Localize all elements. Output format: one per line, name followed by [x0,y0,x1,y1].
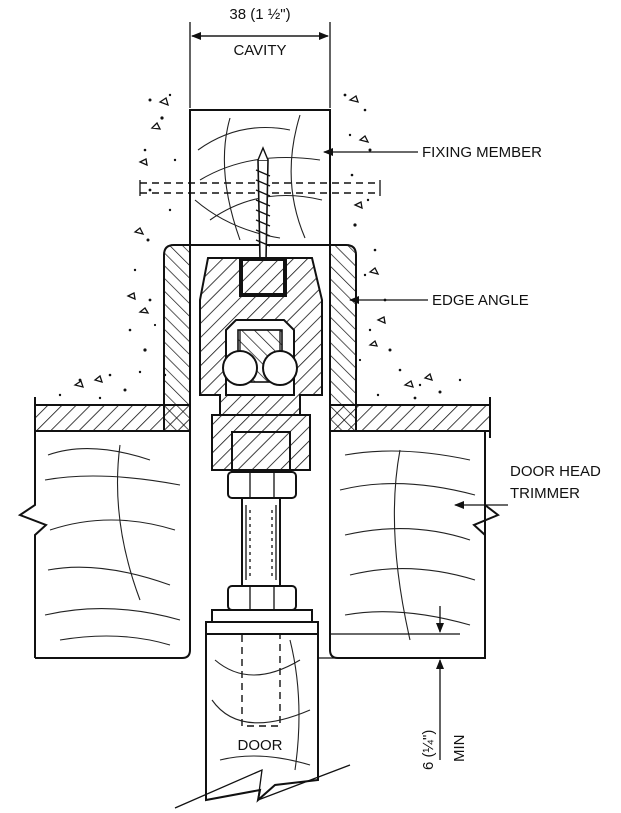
edge-angle-label: EDGE ANGLE [432,292,529,309]
hanger-nut-lower [227,585,297,611]
fixing-member-label: FIXING MEMBER [422,144,542,161]
edge-angle-right [329,244,357,432]
dimension-width-label: 38 (1 ½") [229,6,290,23]
door-head-label-line1: DOOR HEAD [510,463,601,480]
hanger-bracket [211,414,311,473]
hanger-nut-upper [227,471,297,499]
min-label: MIN [451,735,468,763]
door-leaf [174,633,351,809]
fixing-member [189,109,331,246]
roller-carriage [222,329,298,386]
edge-angle-left [163,244,191,432]
door-head-trimmer-right [329,430,500,659]
hanger-bolt [241,497,281,587]
door-head-label-line2: TRIMMER [510,485,580,502]
hanger-plate [205,609,319,635]
clearance-label: 6 (¼") [420,730,437,770]
cavity-dimension [189,22,331,108]
aggregate-marks [73,94,434,388]
door-label: DOOR [238,737,283,754]
door-head-trimmer-left [17,430,191,659]
cavity-label: CAVITY [233,42,286,59]
clearance-dimension [318,606,470,760]
